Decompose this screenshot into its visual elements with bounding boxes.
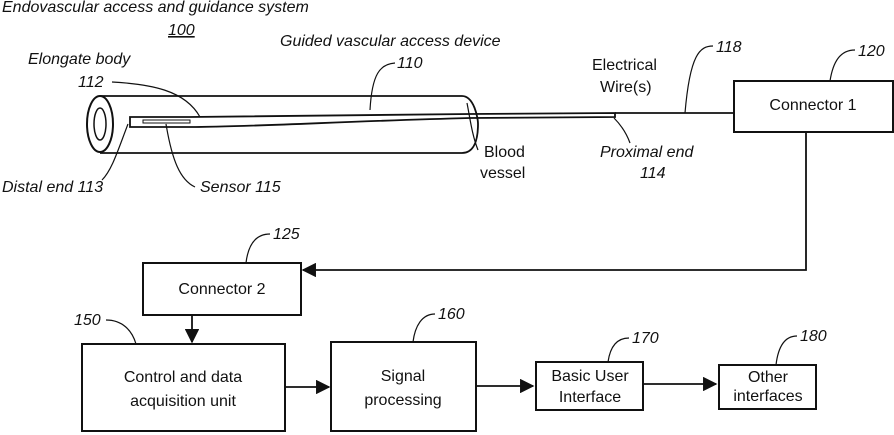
basic-ui-label-2: Interface [559, 389, 621, 406]
device-label: Guided vascular access device [280, 33, 501, 50]
signal-processing-box [331, 342, 476, 431]
electrical-wire-leader [685, 46, 713, 113]
device-ref: 110 [397, 55, 423, 72]
blood-vessel-leader [467, 103, 478, 150]
connector-2-ref: 125 [273, 226, 300, 243]
connector-2-leader [246, 234, 270, 263]
signal-processing-label-1: Signal [381, 368, 425, 385]
basic-ui-ref: 170 [632, 330, 659, 347]
blood-vessel-label-1: Blood [484, 144, 525, 161]
control-unit-box [82, 344, 285, 431]
elongate-body-leader [112, 82, 200, 117]
blood-vessel-label-2: vessel [480, 165, 525, 182]
other-interfaces-leader [776, 336, 797, 365]
connector-1-ref: 120 [858, 43, 885, 60]
connector-1-label: Connector 1 [769, 97, 856, 114]
proximal-end-label: Proximal end [600, 144, 694, 161]
sensor-leader [166, 124, 195, 187]
basic-ui-leader [608, 338, 629, 362]
basic-ui-label-1: Basic User [551, 368, 629, 385]
other-interfaces-ref: 180 [800, 328, 827, 345]
signal-processing-leader [413, 314, 435, 342]
signal-processing-label-2: processing [364, 392, 441, 409]
connector-1-leader [830, 50, 855, 81]
system-ref: 100 [168, 22, 195, 39]
device-leader [370, 63, 395, 110]
catheter [130, 113, 615, 127]
elongate-body-ref: 112 [78, 74, 104, 91]
distal-end-label: Distal end 113 [2, 179, 103, 196]
connector-2-label: Connector 2 [178, 281, 265, 298]
control-unit-label-1: Control and data [124, 369, 242, 386]
proximal-end-ref: 114 [640, 165, 666, 182]
control-unit-ref: 150 [74, 312, 101, 329]
elongate-body-label: Elongate body [28, 51, 131, 68]
other-interfaces-label-1: Other [748, 369, 789, 386]
electrical-wire-label-2: Wire(s) [600, 79, 652, 96]
electrical-wire-label-1: Electrical [592, 57, 657, 74]
proximal-end-leader [614, 118, 630, 143]
signal-processing-ref: 160 [438, 306, 465, 323]
control-unit-leader [106, 320, 136, 344]
sensor-label: Sensor 115 [200, 179, 281, 196]
other-interfaces-label-2: interfaces [733, 388, 802, 405]
control-unit-label-2: acquisition unit [130, 393, 236, 410]
electrical-wire-ref: 118 [716, 39, 742, 56]
system-title: Endovascular access and guidance system [2, 0, 309, 16]
